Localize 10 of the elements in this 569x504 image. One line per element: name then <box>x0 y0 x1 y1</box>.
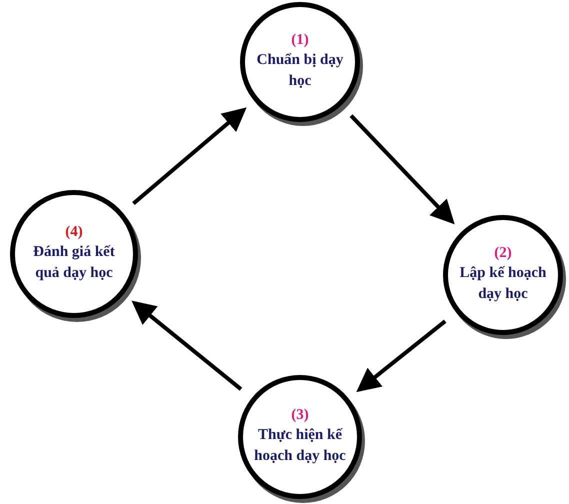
step-label: Đánh giá kết quả dạy học <box>32 242 116 284</box>
step-label: Chuẩn bị dạy học <box>256 50 344 92</box>
step-label: Thực hiện kế hoạch dạy học <box>253 426 347 466</box>
step-number: (2) <box>494 244 512 263</box>
arrow <box>132 107 247 206</box>
step-number: (3) <box>291 406 309 425</box>
arrow <box>350 114 455 224</box>
step-label: Lập kế hoạch dạy học <box>458 264 548 304</box>
step-number: (1) <box>291 30 309 50</box>
step-number: (4) <box>65 222 83 242</box>
